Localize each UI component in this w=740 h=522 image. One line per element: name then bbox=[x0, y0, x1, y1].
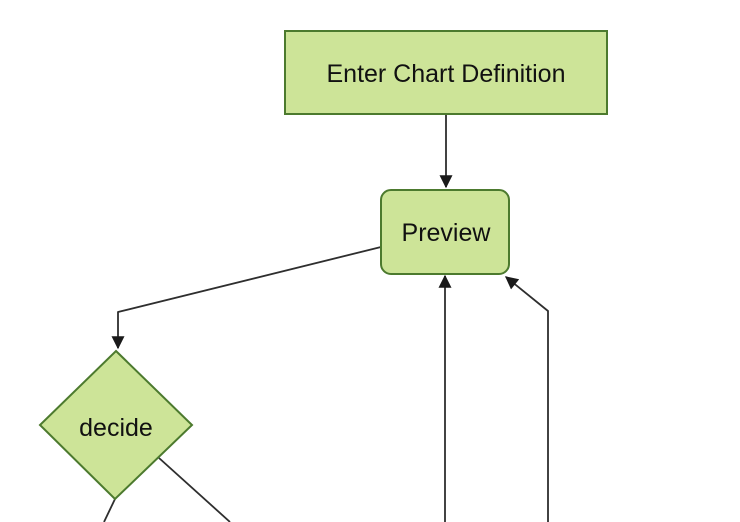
node-enter-chart-definition-box bbox=[284, 30, 608, 115]
node-preview: Preview bbox=[380, 189, 510, 275]
node-enter-chart-definition: Enter Chart Definition bbox=[284, 30, 608, 115]
node-preview-label: Preview bbox=[402, 219, 492, 247]
node-preview-box bbox=[380, 189, 510, 275]
node-decide-diamond bbox=[38, 349, 194, 501]
node-enter-chart-definition-label: Enter Chart Definition bbox=[326, 60, 565, 88]
edge-decide-to-bottom-left bbox=[103, 498, 116, 522]
edge-decide-to-bottom-right bbox=[158, 457, 231, 522]
node-decide: decide bbox=[38, 349, 194, 501]
edge-preview-to-decide bbox=[111, 246, 382, 350]
edge-bottom-right-to-preview bbox=[504, 276, 549, 522]
node-decide-label: decide bbox=[79, 414, 153, 442]
